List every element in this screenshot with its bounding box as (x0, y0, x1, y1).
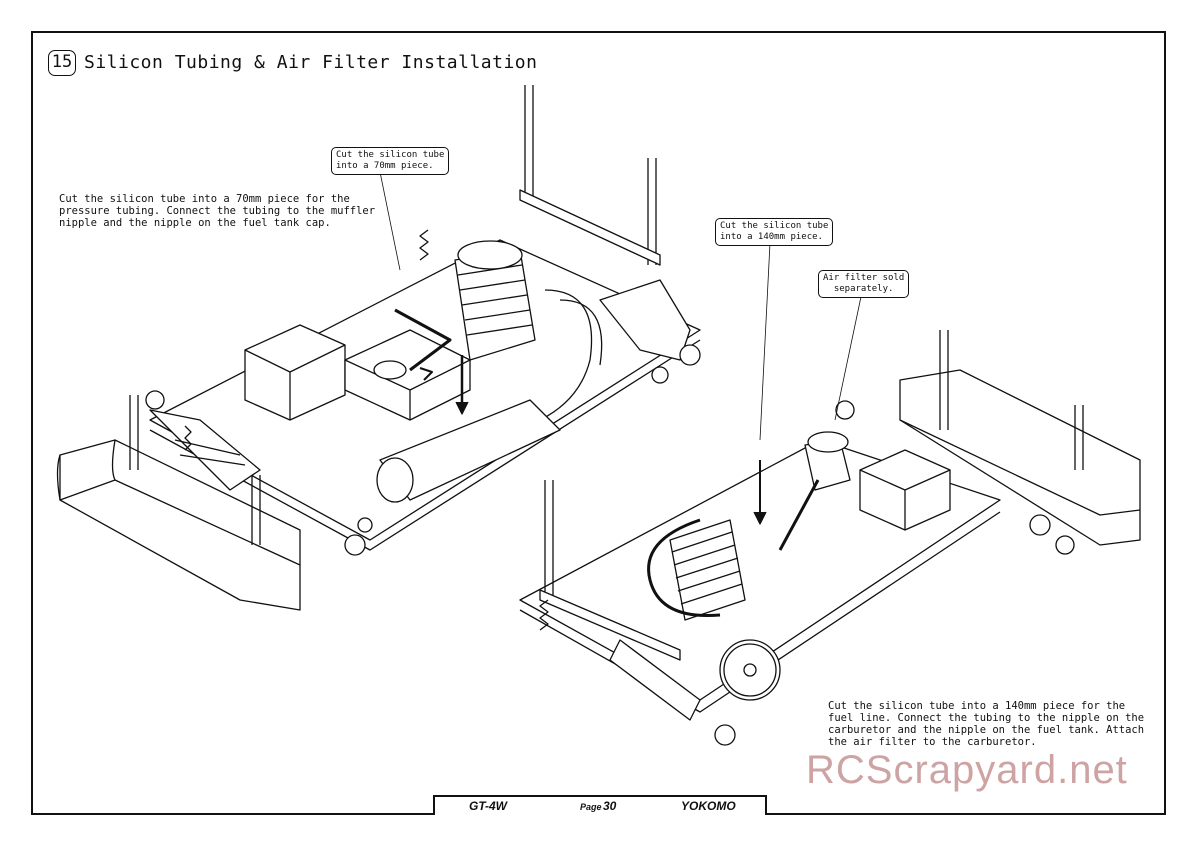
watermark: RCScrapyard.net (806, 748, 1128, 792)
page-title: Silicon Tubing & Air Filter Installation (84, 52, 538, 73)
left-instruction-text: Cut the silicon tube into a 70mm piece f… (59, 193, 376, 229)
left-chassis-drawing (56, 85, 701, 611)
right-instruction-text: Cut the silicon tube into a 140mm piece … (828, 700, 1145, 748)
footer-page-number: 30 (603, 799, 617, 813)
footer-model: GT-4W (469, 799, 507, 813)
callout-tube-70mm: Cut the silicon tube into a 70mm piece. (331, 147, 450, 175)
footer-page-label: Page (580, 802, 602, 812)
footer-brand: YOKOMO (681, 799, 736, 813)
step-number-badge: 15 (48, 50, 76, 76)
right-chassis-drawing (519, 330, 1141, 746)
callout-air-filter: Air filter sold separately. (818, 270, 910, 298)
callout-tube-140mm: Cut the silicon tube into a 140mm piece. (715, 218, 834, 246)
page-footer: GT-4W Page 30 YOKOMO (433, 795, 767, 815)
